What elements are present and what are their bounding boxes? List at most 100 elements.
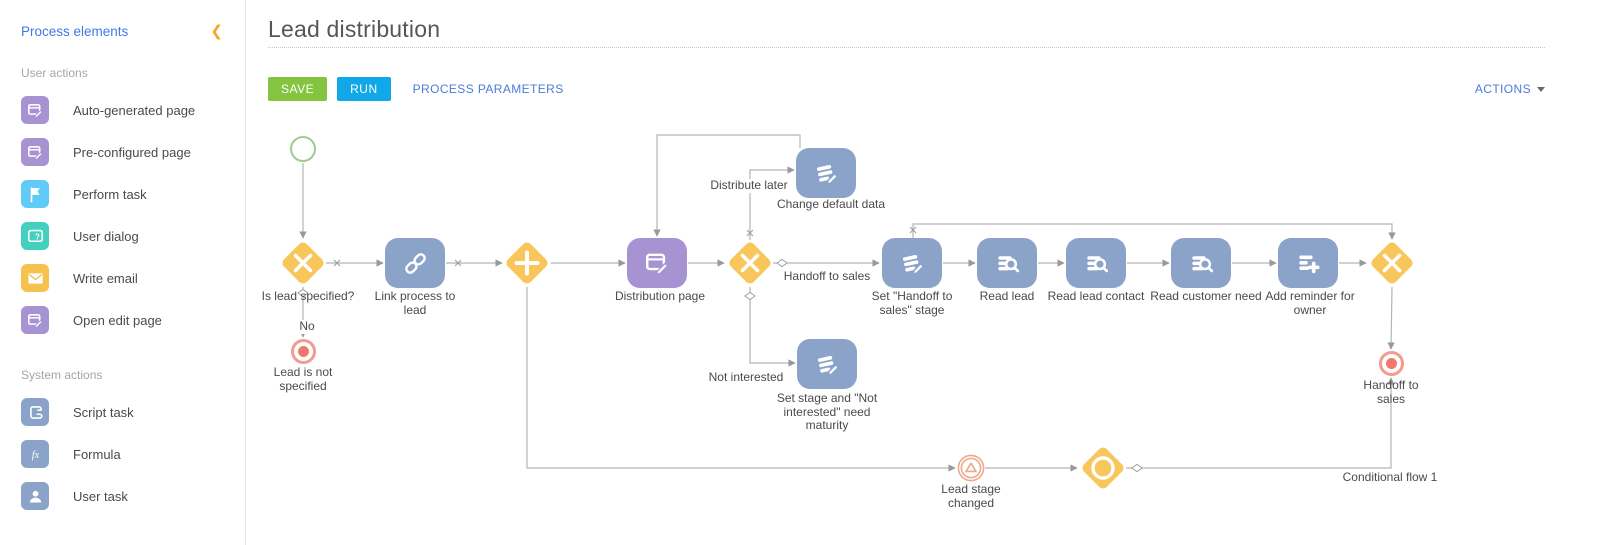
- change-data-icon: [898, 249, 927, 278]
- person-icon: [21, 482, 49, 510]
- task-read-customer-need[interactable]: [1171, 238, 1231, 288]
- panel-title[interactable]: Process elements: [21, 24, 129, 39]
- flow-parallel-to-lead-stage-changed[interactable]: [526, 287, 956, 472]
- palette-item-label: Script task: [73, 404, 134, 420]
- palette-item-label: User dialog: [73, 228, 139, 244]
- flow-tick-marker: [454, 259, 462, 267]
- caret-down-icon: [1537, 86, 1545, 92]
- gateway-is-lead-specified-label: Is lead specified?: [261, 289, 355, 303]
- flow-tick-marker: [746, 229, 754, 237]
- palette-item-write-email[interactable]: Write email: [0, 257, 245, 299]
- event-lead-stage-changed[interactable]: [957, 454, 985, 482]
- section-title-system-actions: System actions: [21, 368, 103, 382]
- change-data-icon: [812, 159, 841, 188]
- flow-label-no: No: [296, 319, 318, 334]
- svg-text:?: ?: [35, 232, 40, 241]
- palette-item-label: User task: [73, 488, 128, 504]
- flow-distribute-later[interactable]: [749, 166, 795, 240]
- end-event-dot: [1385, 357, 1397, 369]
- flow-set-stage-top-to-merge[interactable]: [912, 223, 1396, 240]
- event-lead-stage-changed-label: Lead stage changed: [941, 482, 1001, 510]
- page-edit-icon: [21, 96, 49, 124]
- page-edit-icon: [21, 138, 49, 166]
- task-link-process-to-lead[interactable]: [385, 238, 445, 288]
- flow-conditional-1[interactable]: [1126, 377, 1395, 469]
- flag-icon: [21, 180, 49, 208]
- conditional-flow-marker: [297, 288, 309, 298]
- flow-merge-to-end[interactable]: [1387, 286, 1395, 350]
- task-set-handoff-to-sales-stage[interactable]: [882, 238, 942, 288]
- gateway-merge[interactable]: [1369, 240, 1415, 286]
- task-change-default-data-label: Change default data: [776, 197, 886, 211]
- save-button[interactable]: SAVE: [268, 77, 328, 101]
- end-event-dot: [297, 345, 309, 357]
- task-add-reminder-for-owner[interactable]: [1278, 238, 1338, 288]
- flow-not-interested[interactable]: [749, 287, 796, 367]
- task-set-handoff-to-sales-stage-label: Set "Handoff to sales" stage: [871, 289, 953, 317]
- task-read-lead-contact-label: Read lead contact: [1047, 289, 1145, 303]
- end-handoff-to-sales[interactable]: [1378, 350, 1404, 376]
- section-title-user-actions: User actions: [21, 66, 88, 80]
- signal-event-icon: [957, 454, 985, 482]
- gateway-is-lead-specified[interactable]: [280, 240, 326, 286]
- palette-item-user-dialog[interactable]: ? User dialog: [0, 215, 245, 257]
- flow-label-not-interested: Not interested: [705, 370, 787, 385]
- gateway-glyph: [293, 253, 313, 273]
- flow-tick-marker: [909, 226, 917, 234]
- task-read-lead[interactable]: [977, 238, 1037, 288]
- end-handoff-to-sales-label: Handoff to sales: [1363, 378, 1419, 406]
- palette-item-pre-configured-page[interactable]: Pre-configured page: [0, 131, 245, 173]
- gateway-inclusive[interactable]: [1080, 445, 1126, 491]
- flow-change-default-back-to-page[interactable]: [653, 134, 801, 237]
- task-distribution-page-label: Distribution page: [614, 289, 706, 303]
- task-set-stage-not-interested[interactable]: [797, 339, 857, 389]
- gateway-glyph: [514, 250, 540, 276]
- change-data-icon: [813, 350, 842, 379]
- title-row: Lead distribution: [268, 16, 1545, 48]
- task-distribution-page[interactable]: [627, 238, 687, 288]
- gateway-distribution-result[interactable]: [727, 240, 773, 286]
- palette-item-label: Write email: [73, 270, 138, 286]
- flow-label-handoff-to-sales: Handoff to sales: [780, 269, 874, 284]
- read-data-icon: [1082, 249, 1111, 278]
- palette-item-user-task[interactable]: User task: [0, 475, 245, 517]
- gateway-parallel[interactable]: [504, 240, 550, 286]
- gateway-glyph: [1382, 253, 1402, 273]
- page-edit-icon: [21, 306, 49, 334]
- dialog-question-icon: ?: [21, 222, 49, 250]
- end-lead-is-not-specified[interactable]: [290, 338, 316, 364]
- panel-header: Process elements ❮: [0, 0, 245, 39]
- task-change-default-data[interactable]: [796, 148, 856, 198]
- palette-item-open-edit-page[interactable]: Open edit page: [0, 299, 245, 341]
- add-data-icon: [1294, 249, 1323, 278]
- flow-tick-marker: [333, 259, 341, 267]
- end-lead-is-not-specified-label: Lead is not specified: [273, 365, 333, 393]
- toolbar: SAVE RUN PROCESS PARAMETERS ACTIONS: [268, 77, 1545, 101]
- palette-item-script-task[interactable]: Script task: [0, 391, 245, 433]
- run-button[interactable]: RUN: [337, 77, 391, 101]
- conditional-flow-marker: [1131, 463, 1143, 473]
- palette-item-perform-task[interactable]: Perform task: [0, 173, 245, 215]
- task-link-process-to-lead-label: Link process to lead: [374, 289, 456, 317]
- task-set-stage-not-interested-label: Set stage and "Not interested" need matu…: [776, 391, 878, 432]
- start-event[interactable]: [290, 136, 316, 162]
- task-read-lead-label: Read lead: [979, 289, 1035, 303]
- actions-menu[interactable]: ACTIONS: [1475, 82, 1545, 96]
- process-parameters-link[interactable]: PROCESS PARAMETERS: [412, 82, 564, 96]
- task-read-customer-need-label: Read customer need: [1150, 289, 1262, 303]
- scroll-icon: [21, 398, 49, 426]
- gateway-glyph: [740, 253, 760, 273]
- palette-item-auto-generated-page[interactable]: Auto-generated page: [0, 89, 245, 131]
- task-read-lead-contact[interactable]: [1066, 238, 1126, 288]
- link-icon: [401, 249, 430, 278]
- page-title[interactable]: Lead distribution: [268, 16, 441, 42]
- palette-item-label: Auto-generated page: [73, 102, 196, 118]
- flow-label-distribute-later: Distribute later: [707, 178, 791, 193]
- collapse-panel-icon[interactable]: ❮: [210, 23, 223, 40]
- palette-item-label: Open edit page: [73, 312, 162, 328]
